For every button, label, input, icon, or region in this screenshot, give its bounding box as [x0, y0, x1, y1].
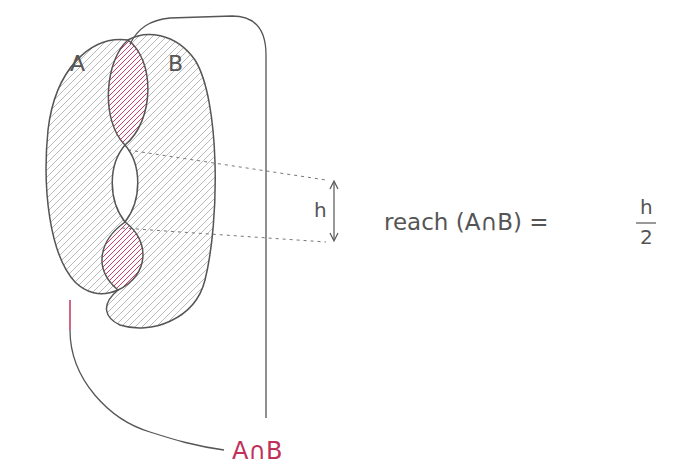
- intersection-middle: [112, 145, 138, 222]
- set-outline-path: [46, 40, 148, 294]
- leader-line: [70, 330, 224, 450]
- dimension-arrow: [333, 182, 334, 240]
- formula-text: reach (A∩B) =: [384, 210, 549, 235]
- set-a-hatch: [46, 40, 148, 294]
- set-a: A: [40, 30, 160, 305]
- arrowhead: [330, 233, 338, 241]
- leader-line: [69, 300, 71, 330]
- fraction-numerator: h: [640, 196, 653, 218]
- set-label: A∩B: [232, 438, 282, 464]
- set-outline: [40, 30, 160, 305]
- set-b-hatch: [102, 35, 215, 328]
- dotted-line: [122, 228, 326, 242]
- dotted-line: [128, 150, 326, 180]
- set-label: B: [168, 52, 183, 76]
- arrowhead: [330, 181, 338, 189]
- dimension-label: h: [314, 199, 327, 221]
- leader-line: [130, 16, 266, 418]
- set-b: B: [95, 25, 225, 340]
- set-label: A: [70, 52, 85, 76]
- fraction-denominator: 2: [640, 226, 653, 248]
- fraction-bar: [636, 222, 656, 223]
- set-outline: [95, 25, 225, 340]
- set-outline-path: [102, 35, 215, 328]
